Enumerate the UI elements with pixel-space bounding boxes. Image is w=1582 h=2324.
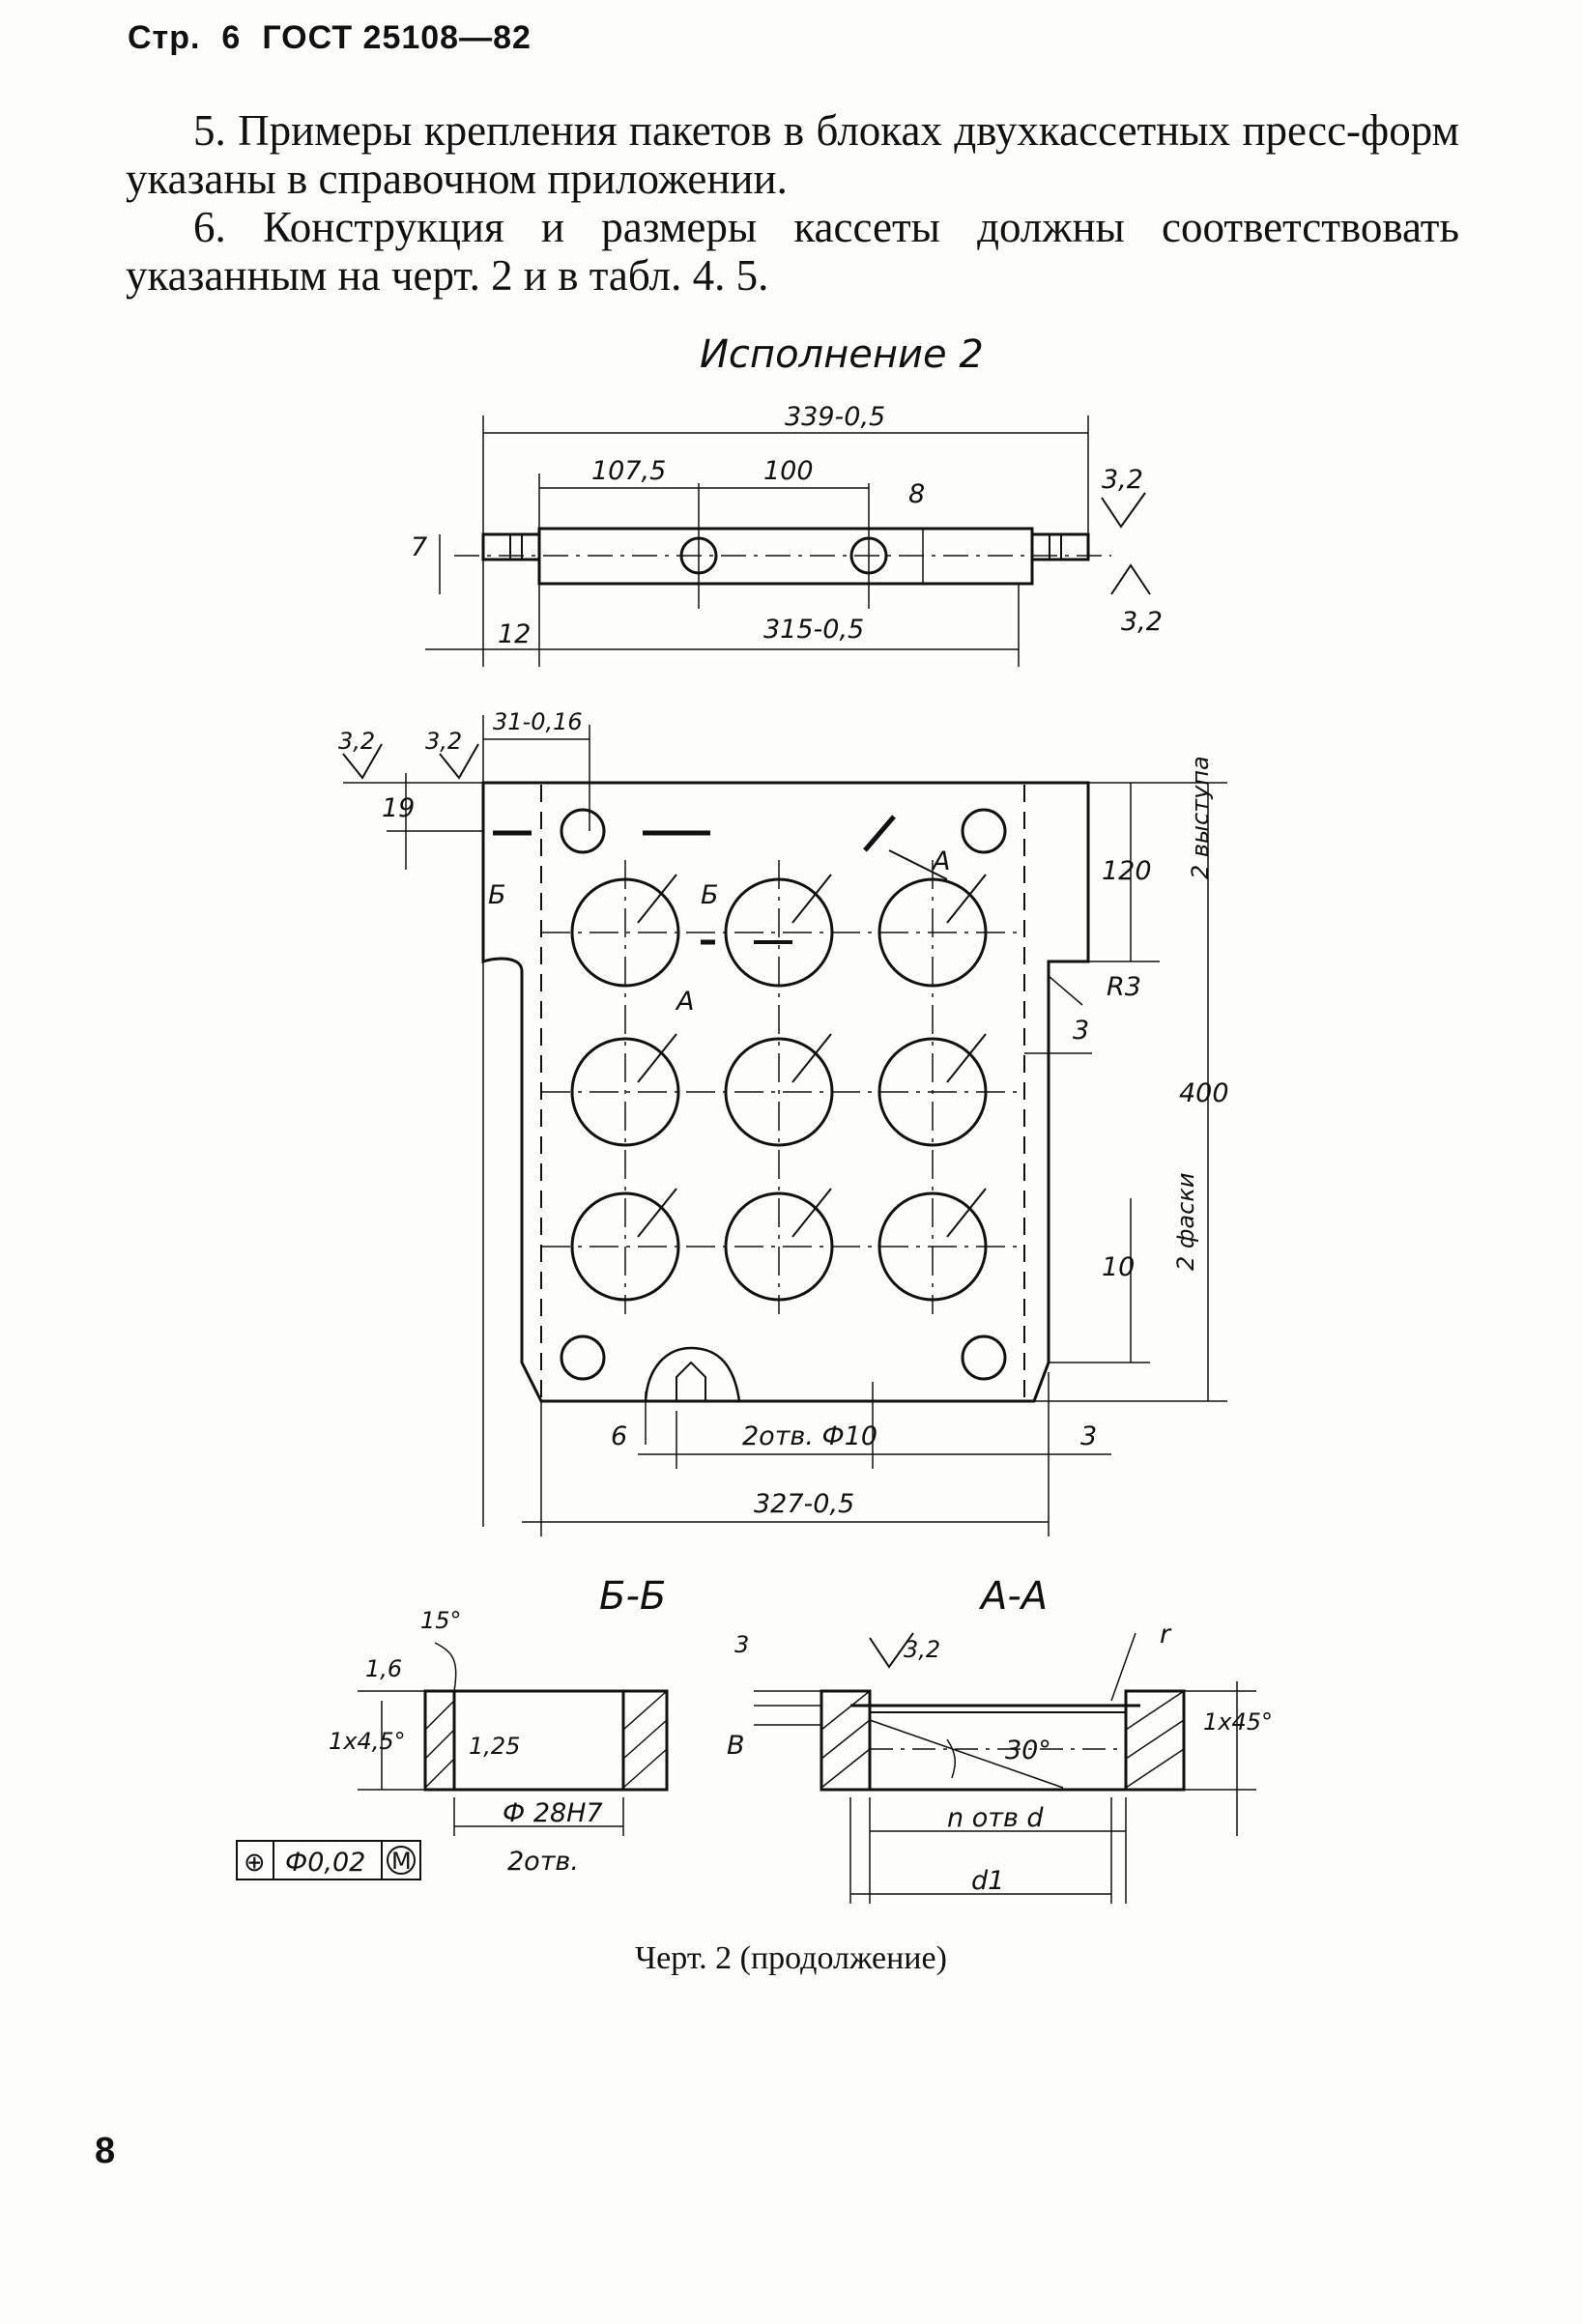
radius-r3: R3 — [1107, 972, 1141, 1002]
dim-8: 8 — [908, 479, 925, 509]
aa-roughness: 3,2 — [904, 1636, 940, 1663]
bb-r125: 1,25 — [469, 1733, 520, 1760]
roughness-a: 3,2 — [338, 728, 375, 755]
dim-327: 327-0,5 — [754, 1489, 854, 1519]
mark-b-1: Б — [488, 880, 506, 910]
tolerance-modifier: M — [391, 1848, 412, 1875]
dim-10: 10 — [1102, 1252, 1135, 1282]
section-bb: Б-Б 15° 1,6 1x4,5° 1,25 Ф 28Н7 2отв. — [236, 1574, 669, 1880]
section-aa: А-А 3 — [727, 1574, 1273, 1904]
aa-angle: 30° — [1005, 1736, 1051, 1765]
dim-3-side: 3 — [1073, 1016, 1089, 1046]
aa-radius-r: r — [1160, 1620, 1172, 1650]
page-prefix: Стр. — [128, 19, 201, 56]
dim-7: 7 — [411, 532, 427, 562]
dim-107: 107,5 — [591, 456, 666, 486]
section-aa-title: А-А — [978, 1574, 1048, 1619]
dim-120: 120 — [1102, 856, 1152, 886]
dim-holes-10: 2отв. Ф10 — [742, 1421, 877, 1451]
note-2-vystupa: 2 выступа — [1187, 756, 1214, 879]
mark-a-1: А — [931, 846, 950, 876]
drawing-title: Исполнение 2 — [700, 332, 984, 377]
page-number-top: 6 — [221, 19, 242, 56]
dim-315: 315-0,5 — [763, 615, 864, 645]
roughness-top: 3,2 — [1102, 465, 1143, 495]
tolerance-value: Ф0,02 — [285, 1848, 365, 1878]
roughness-bottom: 3,2 — [1121, 607, 1163, 637]
bb-chamfer: 1x4,5° — [329, 1728, 406, 1755]
dim-12: 12 — [498, 619, 531, 649]
paragraph-6: 6. Конструкция и размеры кассеты должны … — [126, 203, 1459, 300]
aa-dim-b: В — [727, 1731, 745, 1761]
aa-n-holes: n отв d — [947, 1803, 1044, 1833]
dim-6: 6 — [611, 1421, 627, 1451]
roughness-b: 3,2 — [425, 728, 462, 755]
dim-31: 31-0,16 — [493, 708, 583, 735]
aa-chamfer: 1x45° — [1203, 1708, 1273, 1736]
bb-angle: 15° — [420, 1607, 462, 1634]
bb-dia: Ф 28Н7 — [503, 1798, 603, 1828]
top-view: 339-0,5 107,5 100 8 7 12 315-0,5 3,2 3,2 — [411, 402, 1163, 667]
page-number: 8 — [95, 2131, 116, 2171]
bb-holes: 2отв. — [507, 1847, 579, 1877]
dim-overall: 339-0,5 — [785, 402, 885, 432]
section-bb-title: Б-Б — [599, 1574, 666, 1619]
figure-caption: Черт. 2 (продолжение) — [635, 1940, 947, 1976]
paragraph-5: 5. Примеры крепления пакетов в блоках дв… — [126, 106, 1459, 203]
aa-dim-3: 3 — [734, 1631, 749, 1658]
page-header: Стр. 6 ГОСТ 25108—82 — [128, 19, 553, 57]
dim-19: 19 — [382, 793, 415, 823]
dim-100: 100 — [763, 456, 814, 486]
tolerance-symbol-icon: ⊕ — [244, 1848, 266, 1878]
dim-400: 400 — [1179, 1078, 1229, 1108]
mark-a-2: А — [675, 987, 694, 1017]
plan-view: Б Б А А — [338, 708, 1229, 1536]
aa-d1: d1 — [971, 1866, 1004, 1896]
bb-1-6: 1,6 — [365, 1655, 402, 1682]
dim-3-bottom: 3 — [1080, 1421, 1097, 1451]
standard-id: ГОСТ 25108—82 — [262, 19, 532, 56]
mark-b-2: Б — [701, 880, 719, 910]
note-2-faski: 2 фаски — [1172, 1173, 1199, 1271]
